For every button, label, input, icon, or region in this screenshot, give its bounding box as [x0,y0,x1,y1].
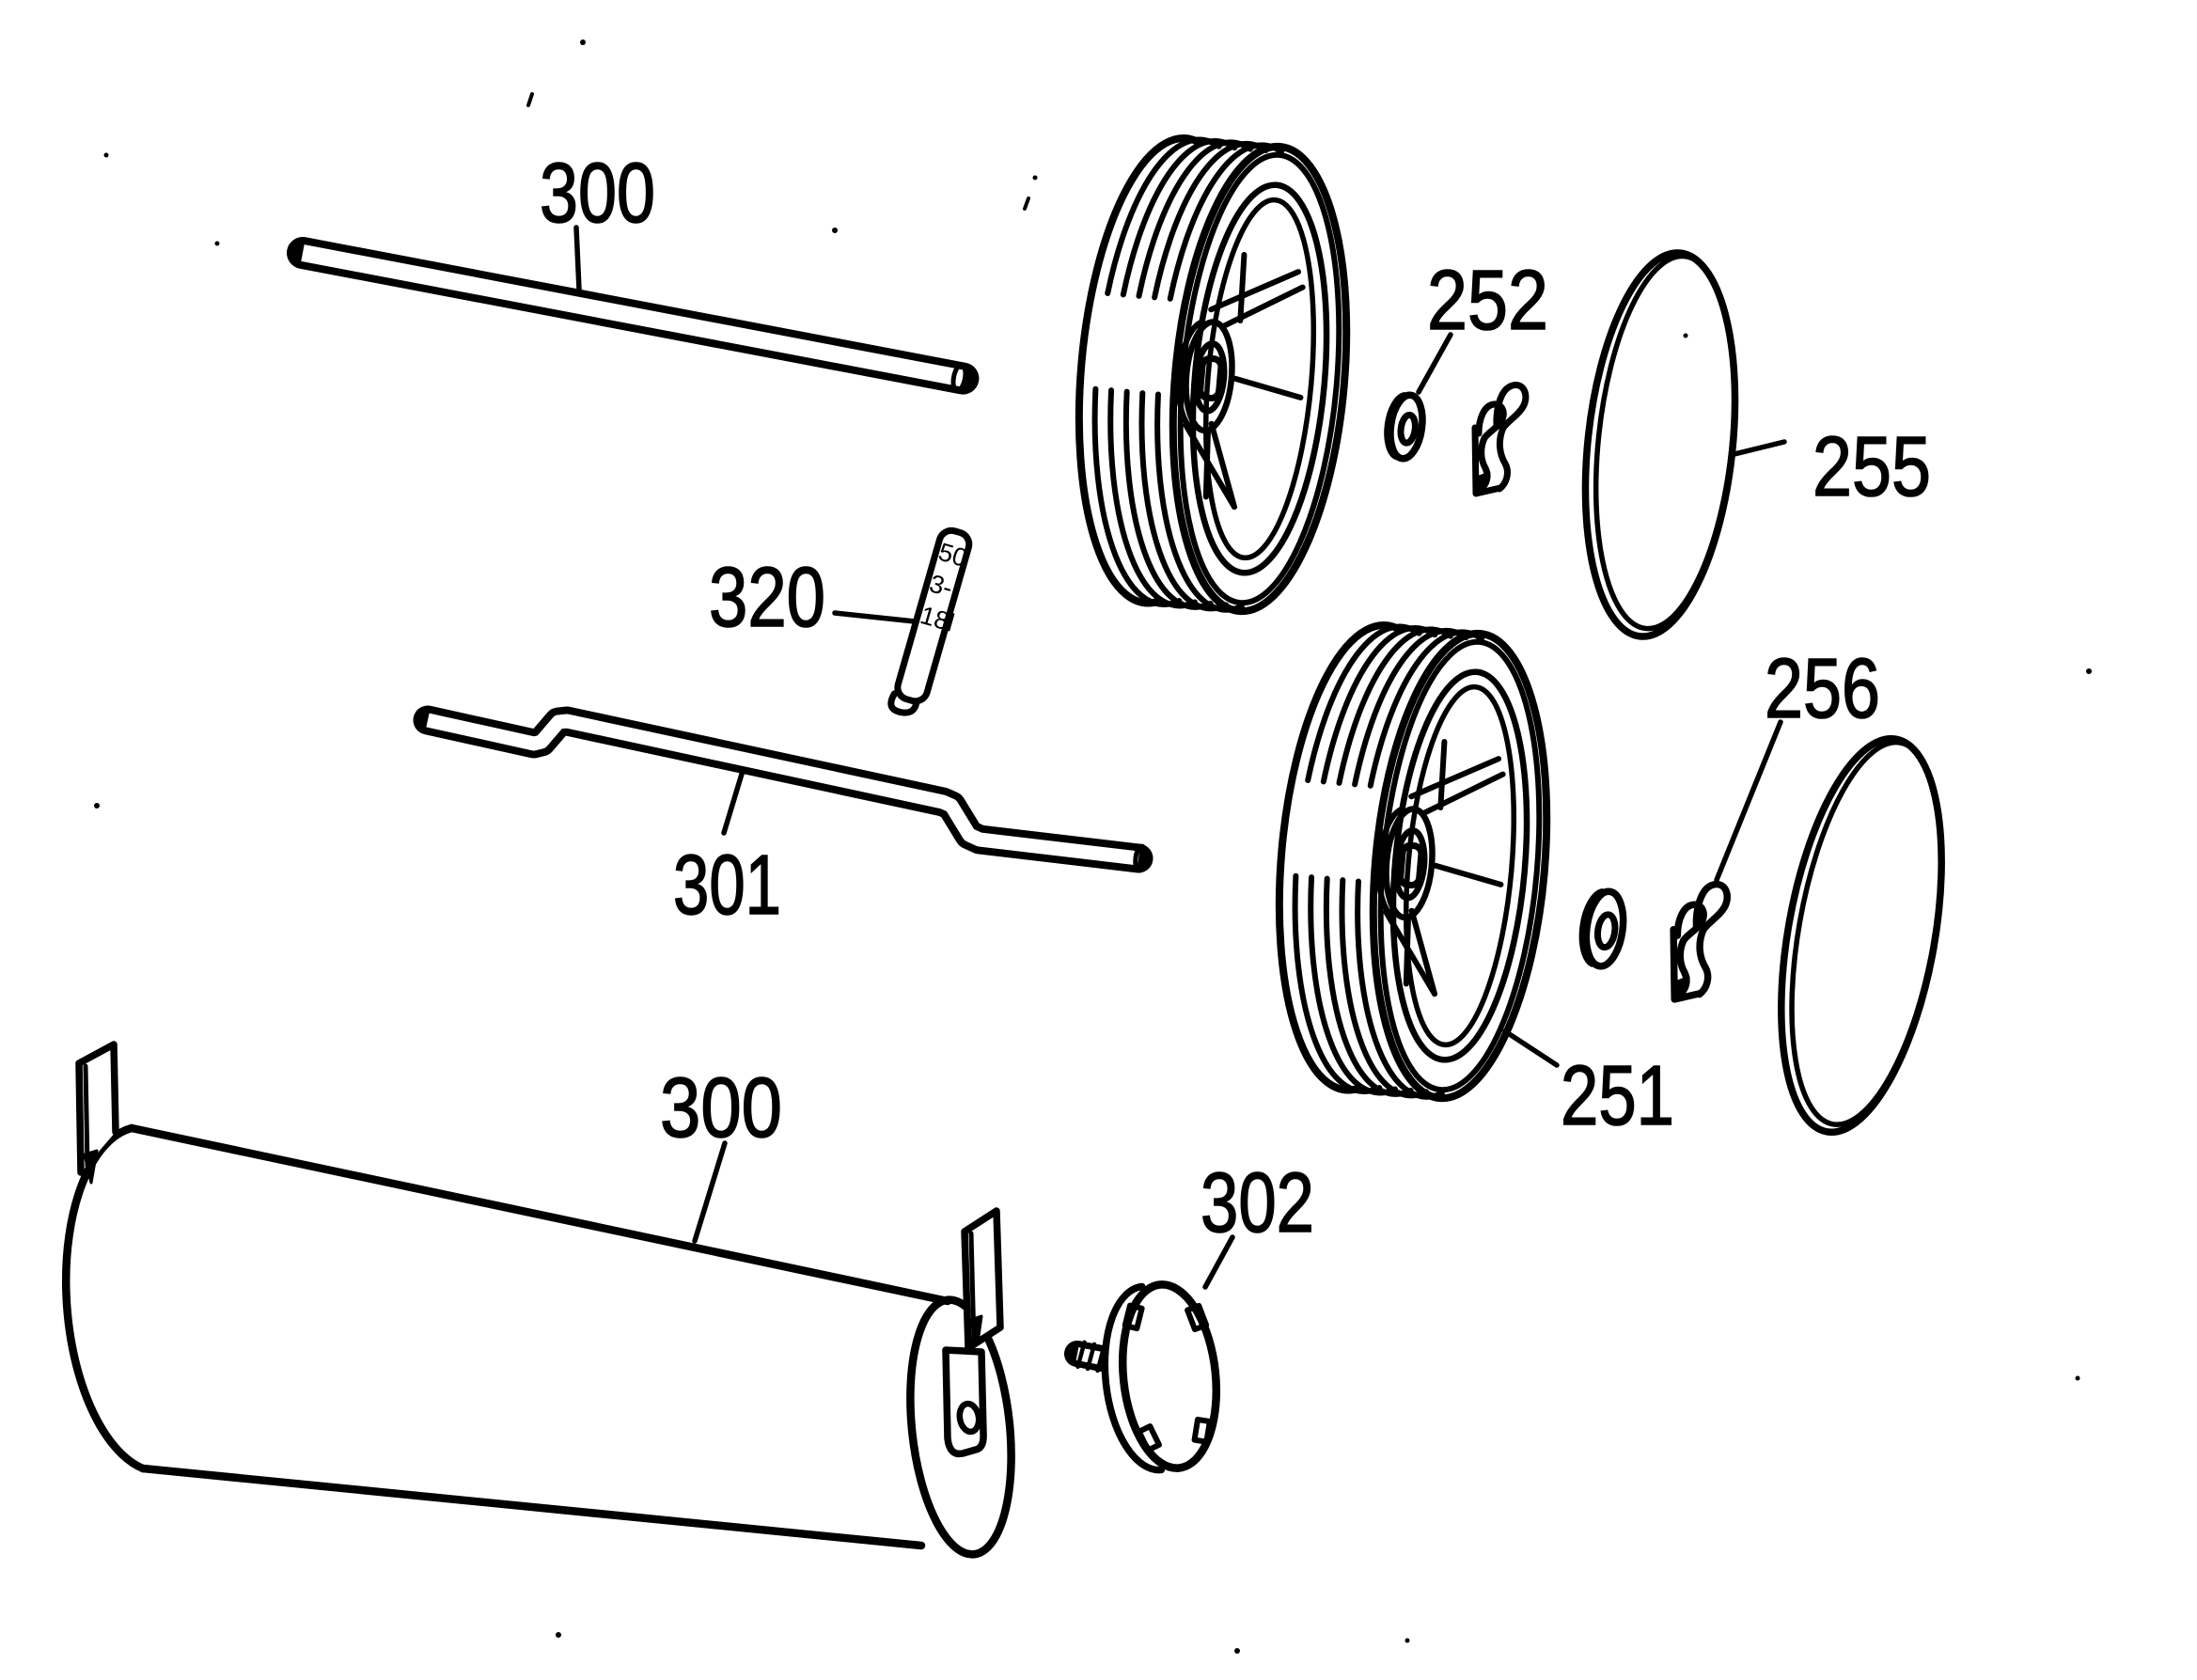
svg-text:256: 256 [1765,642,1880,736]
svg-text:300: 300 [660,1061,782,1155]
svg-text:302: 302 [1201,1156,1314,1250]
svg-text:255: 255 [1813,420,1931,514]
svg-text:300: 300 [540,147,655,241]
svg-text:252: 252 [1427,254,1548,348]
svg-text:320: 320 [709,551,825,645]
svg-text:251: 251 [1561,1049,1674,1143]
svg-text:301: 301 [673,839,781,933]
